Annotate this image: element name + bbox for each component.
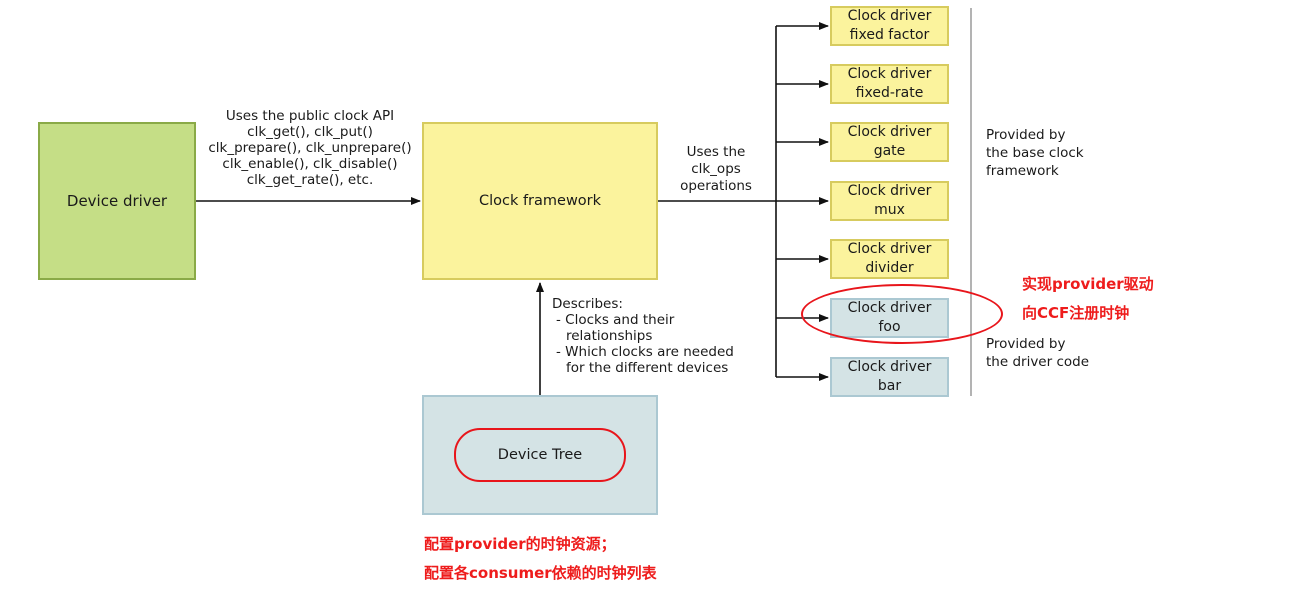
highlight-ring-device-tree [454, 428, 626, 482]
ops-note-line: Uses the [686, 144, 746, 160]
describes-line: for the different devices [566, 360, 729, 376]
device-tree-label: Device Tree [497, 447, 583, 463]
device-tree-box: Device Tree [422, 395, 658, 515]
describes-line: - Clocks and their [556, 312, 675, 328]
clock-driver-mux: Clock driver mux [830, 181, 949, 221]
clock-framework-label: Clock framework [478, 193, 602, 209]
provider-annotation-line: 实现provider驱动 [1022, 275, 1154, 293]
clock-framework-box: Clock framework [422, 122, 658, 280]
base-clock-note: Provided by the base clock framework [986, 126, 1084, 180]
base-note-line: the base clock [986, 145, 1084, 161]
driver-line2: bar [877, 378, 902, 394]
describes-note: Describes: - Clocks and their relationsh… [552, 296, 734, 376]
driver-line1: Clock driver [847, 8, 932, 24]
ops-note: Uses the clk_ops operations [668, 144, 764, 195]
driver-line1: Clock driver [847, 241, 932, 257]
device-driver-label: Device driver [66, 192, 168, 210]
dt-annotation-line: 配置provider的时钟资源； [424, 535, 616, 553]
driver-line2: mux [874, 202, 905, 218]
driver-line2: fixed-rate [855, 85, 924, 101]
ops-note-line: operations [680, 178, 752, 194]
driver-line2: gate [873, 143, 906, 159]
driver-line1: Clock driver [847, 359, 932, 375]
ops-note-line: clk_ops [691, 161, 741, 177]
highlight-ring-foo [801, 284, 1003, 344]
api-note-line: Uses the public clock API [225, 108, 395, 124]
base-note-line: framework [986, 163, 1059, 179]
api-note-line: clk_prepare(), clk_unprepare() [208, 140, 412, 156]
clock-driver-bar: Clock driver bar [830, 357, 949, 397]
driver-line2: fixed factor [849, 27, 930, 43]
driver-code-note: Provided by the driver code [986, 335, 1089, 371]
clock-driver-fixed-rate: Clock driver fixed-rate [830, 64, 949, 104]
driver-line1: Clock driver [847, 124, 932, 140]
driver-line1: Clock driver [847, 183, 932, 199]
driver-line1: Clock driver [847, 66, 932, 82]
driver-note-line: the driver code [986, 354, 1090, 370]
base-note-line: Provided by [986, 127, 1066, 143]
dt-annotation-line: 配置各consumer依赖的时钟列表 [424, 564, 657, 582]
provider-annotation-line: 向CCF注册时钟 [1022, 304, 1130, 322]
api-note: Uses the public clock API clk_get(), clk… [198, 108, 422, 188]
driver-note-line: Provided by [986, 336, 1066, 352]
api-note-line: clk_get_rate(), etc. [246, 172, 374, 188]
clock-driver-gate: Clock driver gate [830, 122, 949, 162]
clock-driver-divider: Clock driver divider [830, 239, 949, 279]
clock-driver-fixed-factor: Clock driver fixed factor [830, 6, 949, 46]
describes-line: relationships [566, 328, 653, 344]
device-driver-box: Device driver [38, 122, 196, 280]
api-note-line: clk_get(), clk_put() [247, 124, 373, 140]
describes-line: Describes: [552, 296, 623, 312]
describes-line: - Which clocks are needed [556, 344, 734, 360]
api-note-line: clk_enable(), clk_disable() [222, 156, 398, 172]
device-tree-annotation: 配置provider的时钟资源； 配置各consumer依赖的时钟列表 [424, 530, 657, 588]
provider-annotation: 实现provider驱动 向CCF注册时钟 [1022, 270, 1154, 328]
driver-line2: divider [865, 260, 914, 276]
